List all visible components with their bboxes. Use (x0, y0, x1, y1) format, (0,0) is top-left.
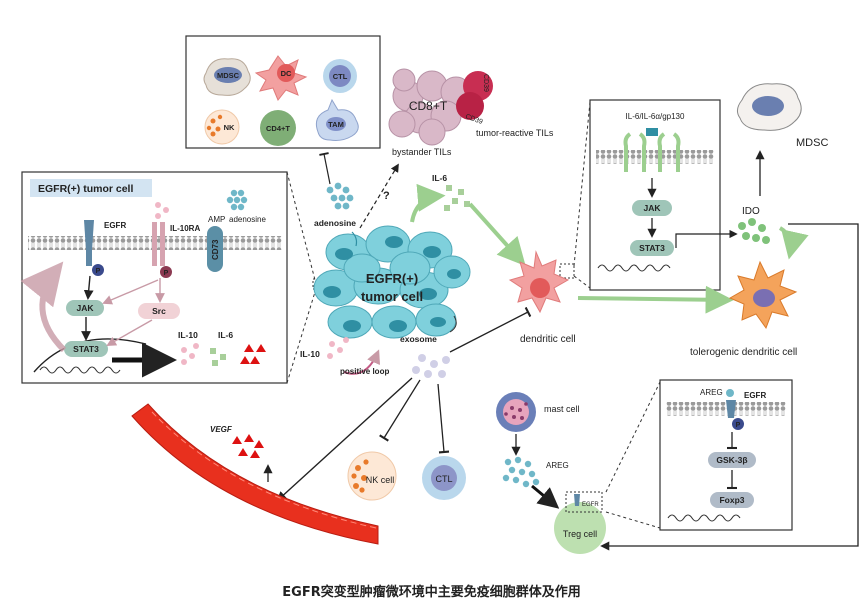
treg-egfr-receptor-icon: P (726, 389, 744, 430)
treg-cell-icon (554, 491, 606, 554)
cd39-label-a: CD39 (482, 74, 489, 92)
egfr-p-label: P (96, 268, 101, 275)
jak-label: JAK (76, 303, 94, 313)
treg-egfr-label: EGFR (744, 391, 766, 400)
il6-jak-node (632, 200, 672, 216)
il6-stat3-label: STAT3 (639, 243, 665, 253)
inset-dc-label: DC (281, 69, 292, 78)
il10ra-p-label: P (164, 270, 169, 277)
il10-center-icon (327, 337, 349, 359)
il10ra-receptor-icon: P (152, 222, 172, 278)
ctl-lower-icon (422, 456, 466, 500)
cd8t-label: CD8+T (409, 99, 448, 113)
cd39-cell (456, 92, 484, 120)
dendritic-cell-icon (508, 250, 570, 314)
dendritic-cell-label: dendritic cell (520, 334, 576, 345)
adenosine-molecules-icon (226, 189, 248, 211)
treg-signaling-box: AREG EGFR P GSK-3β Foxp3 (659, 379, 793, 531)
exosome-icon (412, 354, 450, 378)
egfr-tumor-cluster: EGFR(+) tumor cell (313, 225, 471, 339)
treg-p-label: P (736, 422, 741, 429)
il6-receptor-label: IL-6/IL-6α/gp130 (626, 112, 685, 121)
bystander-til-label: bystander TILs (392, 147, 452, 157)
areg-label: AREG (546, 461, 569, 470)
il6-center-icon (444, 185, 470, 211)
ido-label: IDO (742, 206, 760, 217)
il10-output-label: IL-10 (178, 330, 198, 340)
exosome-label: exosome (400, 334, 437, 344)
src-label: Src (152, 306, 166, 316)
stat3-label: STAT3 (73, 344, 99, 354)
treg-cell-label: Treg cell (563, 529, 597, 539)
mdsc-cell-icon: MDSC (203, 58, 251, 96)
nk-cell-lower-icon (347, 451, 397, 501)
il6-receptor-icon (623, 128, 681, 172)
tolerogenic-dc-icon (728, 260, 798, 330)
il6-signaling-box: IL-6/IL-6α/gp130 JAK STAT3 (589, 99, 721, 291)
mast-cell-icon (496, 392, 536, 432)
il6-stat3-node (630, 240, 674, 256)
inset-ctl-label: CTL (333, 72, 348, 81)
adenosine-center-label: adenosine (314, 218, 356, 228)
ctl-lower-label: CTL (435, 474, 452, 484)
positive-loop-label: positive loop (340, 367, 389, 376)
dc-cell-icon: DC (254, 55, 308, 101)
blood-vessel (131, 403, 379, 545)
immune-microenvironment-diagram: MDSC DC CTL NK CD4+T (20, 35, 859, 554)
figure-caption: EGFR突变型肿瘤微环境中主要免疫细胞群体及作用 (282, 585, 581, 600)
vegf-label: VEGF (210, 425, 233, 434)
il6-center-label: IL-6 (432, 173, 447, 183)
cd4t-cell-icon: CD4+T (260, 110, 296, 146)
tolerogenic-dc-label: tolerogenic dendritic cell (690, 347, 797, 358)
inset-cd4t-label: CD4+T (266, 124, 290, 133)
areg-molecules-icon (502, 456, 540, 488)
gsk-label: GSK-3β (716, 455, 747, 465)
il10-center-label: IL-10 (300, 349, 320, 359)
nk-cell-icon: NK (204, 109, 240, 145)
ido-molecules-icon (738, 218, 770, 244)
inset-tam-label: TAM (328, 120, 344, 129)
immune-cell-inset: MDSC DC CTL NK CD4+T (185, 35, 381, 149)
src-node (138, 303, 180, 319)
mast-cell-label: mast cell (544, 404, 580, 414)
il6-output-label: IL-6 (218, 330, 233, 340)
egfr-box-title: EGFR(+) tumor cell (38, 183, 133, 195)
question-mark: ? (383, 190, 390, 202)
foxp3-label: Foxp3 (719, 495, 744, 505)
gsk-node (708, 452, 756, 468)
vegf-output-icon (240, 344, 266, 364)
egfr-tumor-cell-box: EGFR(+) tumor cell AMP adenosine P EGFR (20, 171, 288, 384)
mdsc-right-icon (736, 83, 802, 131)
il6-jak-label: JAK (643, 203, 661, 213)
il10-output-icon (181, 343, 199, 365)
stat3-node (64, 341, 108, 357)
nk-cell-label: NK cell (366, 475, 395, 485)
amp-label: AMP (208, 215, 225, 224)
treg-areg-label: AREG (700, 388, 723, 397)
mdsc-right-label: MDSC (796, 137, 828, 149)
dna-icon (39, 366, 121, 374)
vegf-icon (232, 434, 264, 458)
inset-nk-label: NK (224, 123, 235, 132)
inset-mdsc-label: MDSC (217, 71, 240, 80)
tumor-reactive-til-label: tumor-reactive TILs (476, 128, 554, 138)
il10ra-label: IL-10RA (170, 224, 200, 233)
egfr-receptor-icon: P (84, 220, 104, 276)
adenosine-center-icon (326, 182, 354, 210)
til-cluster: CD8+T CD39 CD39 tumor-reactive TILs byst… (388, 68, 554, 157)
il6-output-icon (210, 348, 226, 366)
cd73-label: CD73 (211, 239, 220, 260)
ctl-cell-icon: CTL (323, 59, 357, 93)
adenosine-label: adenosine (229, 215, 266, 224)
tam-cell-icon: TAM (315, 98, 359, 141)
cd73-icon: CD73 (207, 226, 223, 272)
egfr-label: EGFR (104, 221, 126, 230)
jak-node (66, 300, 104, 316)
il10-molecules-icon (155, 202, 169, 219)
foxp3-node (710, 492, 754, 508)
tumor-label-2: tumor cell (361, 289, 423, 304)
tumor-label-1: EGFR(+) (366, 271, 418, 286)
treg-egfr-small-label: EGFR (582, 502, 599, 508)
cd39-label-b: CD39 (464, 113, 483, 126)
